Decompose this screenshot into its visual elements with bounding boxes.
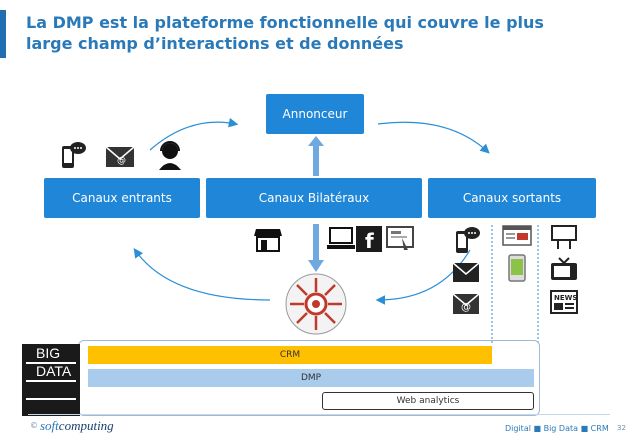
phone-chat-out-icon — [456, 227, 480, 253]
facebook-icon: f — [356, 226, 382, 252]
envelope-icon — [452, 262, 480, 282]
up-arrow-annonceur — [308, 136, 324, 176]
svg-text:f: f — [365, 229, 374, 252]
footer-copyright: © — [30, 421, 38, 430]
kiosk-touch-icon — [386, 226, 414, 250]
canaux-bilateraux-box: Canaux Bilatéraux — [206, 178, 422, 218]
web-analytics-bar: Web analytics — [322, 392, 534, 410]
big-data-line2: DATA — [36, 363, 72, 379]
canaux-entrants-box: Canaux entrants — [44, 178, 200, 218]
email-out-icon: @ — [452, 293, 480, 314]
computer-icon — [327, 227, 355, 249]
newspaper-icon: NEWS — [550, 290, 578, 314]
billboard-icon — [551, 225, 577, 249]
svg-text:@: @ — [117, 156, 126, 166]
store-icon — [254, 229, 282, 252]
left-accent-bar — [0, 10, 6, 58]
dmp-bar: DMP — [88, 369, 534, 387]
arrow-sortants-to-dmp — [375, 249, 471, 305]
email-icon: @ — [105, 146, 135, 167]
target-hub-icon — [285, 273, 347, 335]
svg-text:@: @ — [461, 302, 471, 313]
smartphone-icon — [508, 254, 526, 282]
tv-icon — [551, 257, 577, 280]
annonceur-box: Annonceur — [266, 94, 364, 134]
arrow-dmp-to-entrants — [133, 248, 271, 301]
phone-chat-icon — [62, 142, 86, 168]
big-data-line1: BIG — [36, 345, 61, 361]
footer-tagline: Digital ■ Big Data ■ CRM — [505, 424, 609, 433]
headset-agent-icon — [159, 141, 181, 170]
arrow-entrants-to-annonceur — [149, 117, 239, 151]
big-data-stack — [22, 344, 80, 416]
canaux-sortants-box: Canaux sortants — [428, 178, 596, 218]
slide-title: La DMP est la plateforme fonctionnelle q… — [26, 13, 544, 53]
logo-part-computing: computing — [58, 418, 114, 433]
svg-text:NEWS: NEWS — [554, 294, 577, 302]
down-arrow-hub — [308, 224, 324, 272]
arrow-annonceur-to-sortants — [377, 121, 490, 154]
logo-part-soft: soft — [40, 418, 59, 433]
crm-bar: CRM — [88, 346, 492, 364]
page-number: 32 — [617, 424, 626, 432]
footer-divider — [28, 414, 610, 415]
web-browser-icon — [502, 225, 532, 246]
softcomputing-logo: softcomputing — [40, 418, 114, 434]
